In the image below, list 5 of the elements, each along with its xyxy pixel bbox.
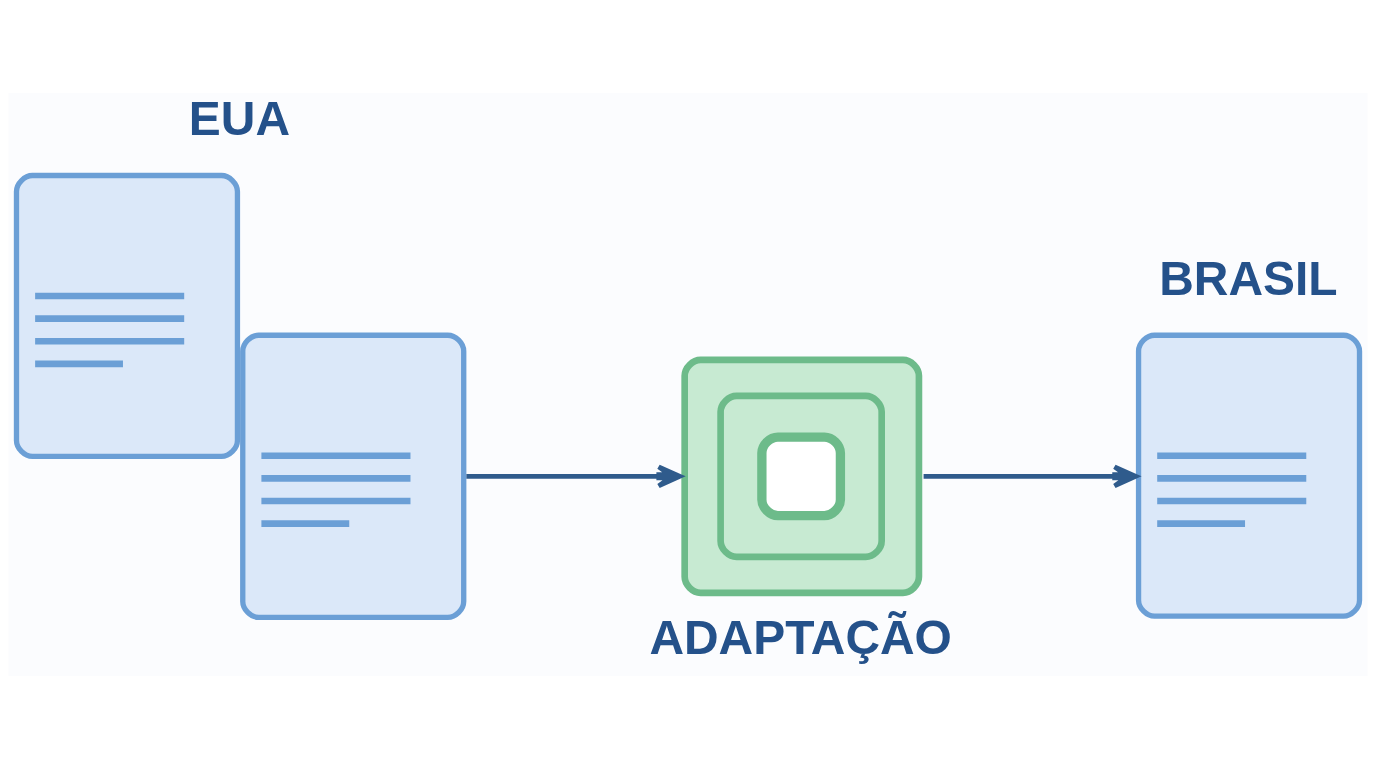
node-label: EUA	[188, 91, 291, 145]
arrow	[923, 463, 1139, 488]
node-label: ADAPTAÇÃO	[649, 610, 952, 664]
node-label: BRASIL	[1159, 251, 1338, 305]
arrow	[466, 463, 683, 488]
